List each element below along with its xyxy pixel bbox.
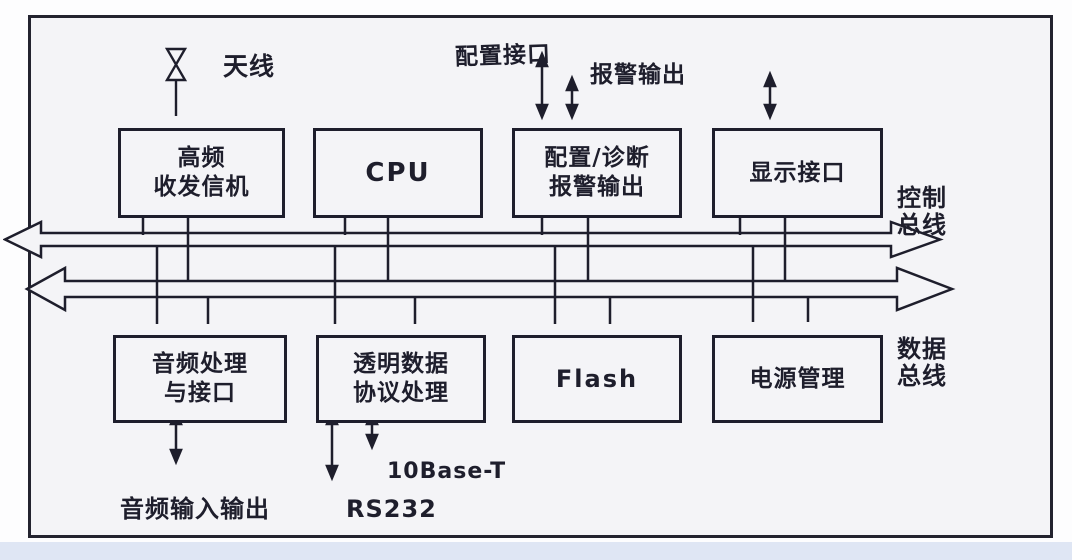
- block-label: 配置/诊断: [544, 145, 650, 171]
- block-label: Flash: [555, 364, 639, 393]
- rs232-label: RS232: [346, 495, 437, 523]
- block-power-management: 电源管理: [712, 335, 883, 423]
- config-port-label: 配置接口: [454, 41, 552, 71]
- ethernet-label: 10Base-T: [387, 459, 507, 484]
- display-interface-arrow: [763, 70, 777, 121]
- block-audio-processing: 音频处理 与接口: [113, 335, 287, 423]
- block-cpu: CPU: [313, 128, 483, 218]
- alarm-output-arrow: [565, 74, 579, 121]
- block-label: 报警输出: [549, 174, 645, 200]
- diagram-frame: 高频 收发信机 CPU 配置/诊断 报警输出 显示接口 音频处理 与接口 透明数…: [3, 15, 1053, 538]
- block-config-diag-alarm: 配置/诊断 报警输出: [512, 128, 682, 218]
- block-label: 协议处理: [353, 380, 449, 406]
- block-label: 显示接口: [749, 159, 846, 186]
- control-bus-arrow: [3, 220, 944, 259]
- bottom-row-connector-lines: [155, 245, 810, 324]
- control-bus-label-line1: 控制: [897, 184, 947, 212]
- data-bus-label-line1: 数据: [897, 335, 947, 363]
- block-label: 电源管理: [749, 365, 846, 392]
- block-label: 高频: [177, 145, 226, 171]
- block-label: 音频处理: [152, 351, 248, 377]
- audio-io-label: 音频输入输出: [120, 495, 270, 523]
- control-bus-label-line2: 总线: [897, 211, 947, 239]
- data-bus-arrow: [24, 265, 956, 313]
- block-flash: Flash: [512, 335, 682, 423]
- data-bus-label: 数据 总线: [897, 336, 961, 390]
- block-transparent-protocol: 透明数据 协议处理: [316, 335, 486, 423]
- block-rf-transceiver: 高频 收发信机: [118, 128, 285, 218]
- data-bus-label-line2: 总线: [897, 362, 947, 390]
- antenna-icon: [164, 47, 188, 116]
- block-display-interface: 显示接口: [712, 128, 883, 218]
- bottom-band: [0, 542, 1072, 560]
- block-label: 收发信机: [153, 174, 250, 200]
- control-bus-label: 控制 总线: [897, 185, 961, 239]
- block-label: 与接口: [164, 380, 236, 406]
- alarm-output-label: 报警输出: [590, 62, 686, 88]
- block-label: 透明数据: [353, 351, 449, 377]
- antenna-label: 天线: [223, 52, 276, 81]
- block-label: CPU: [365, 157, 431, 188]
- bus-and-connector-lines: [3, 47, 956, 482]
